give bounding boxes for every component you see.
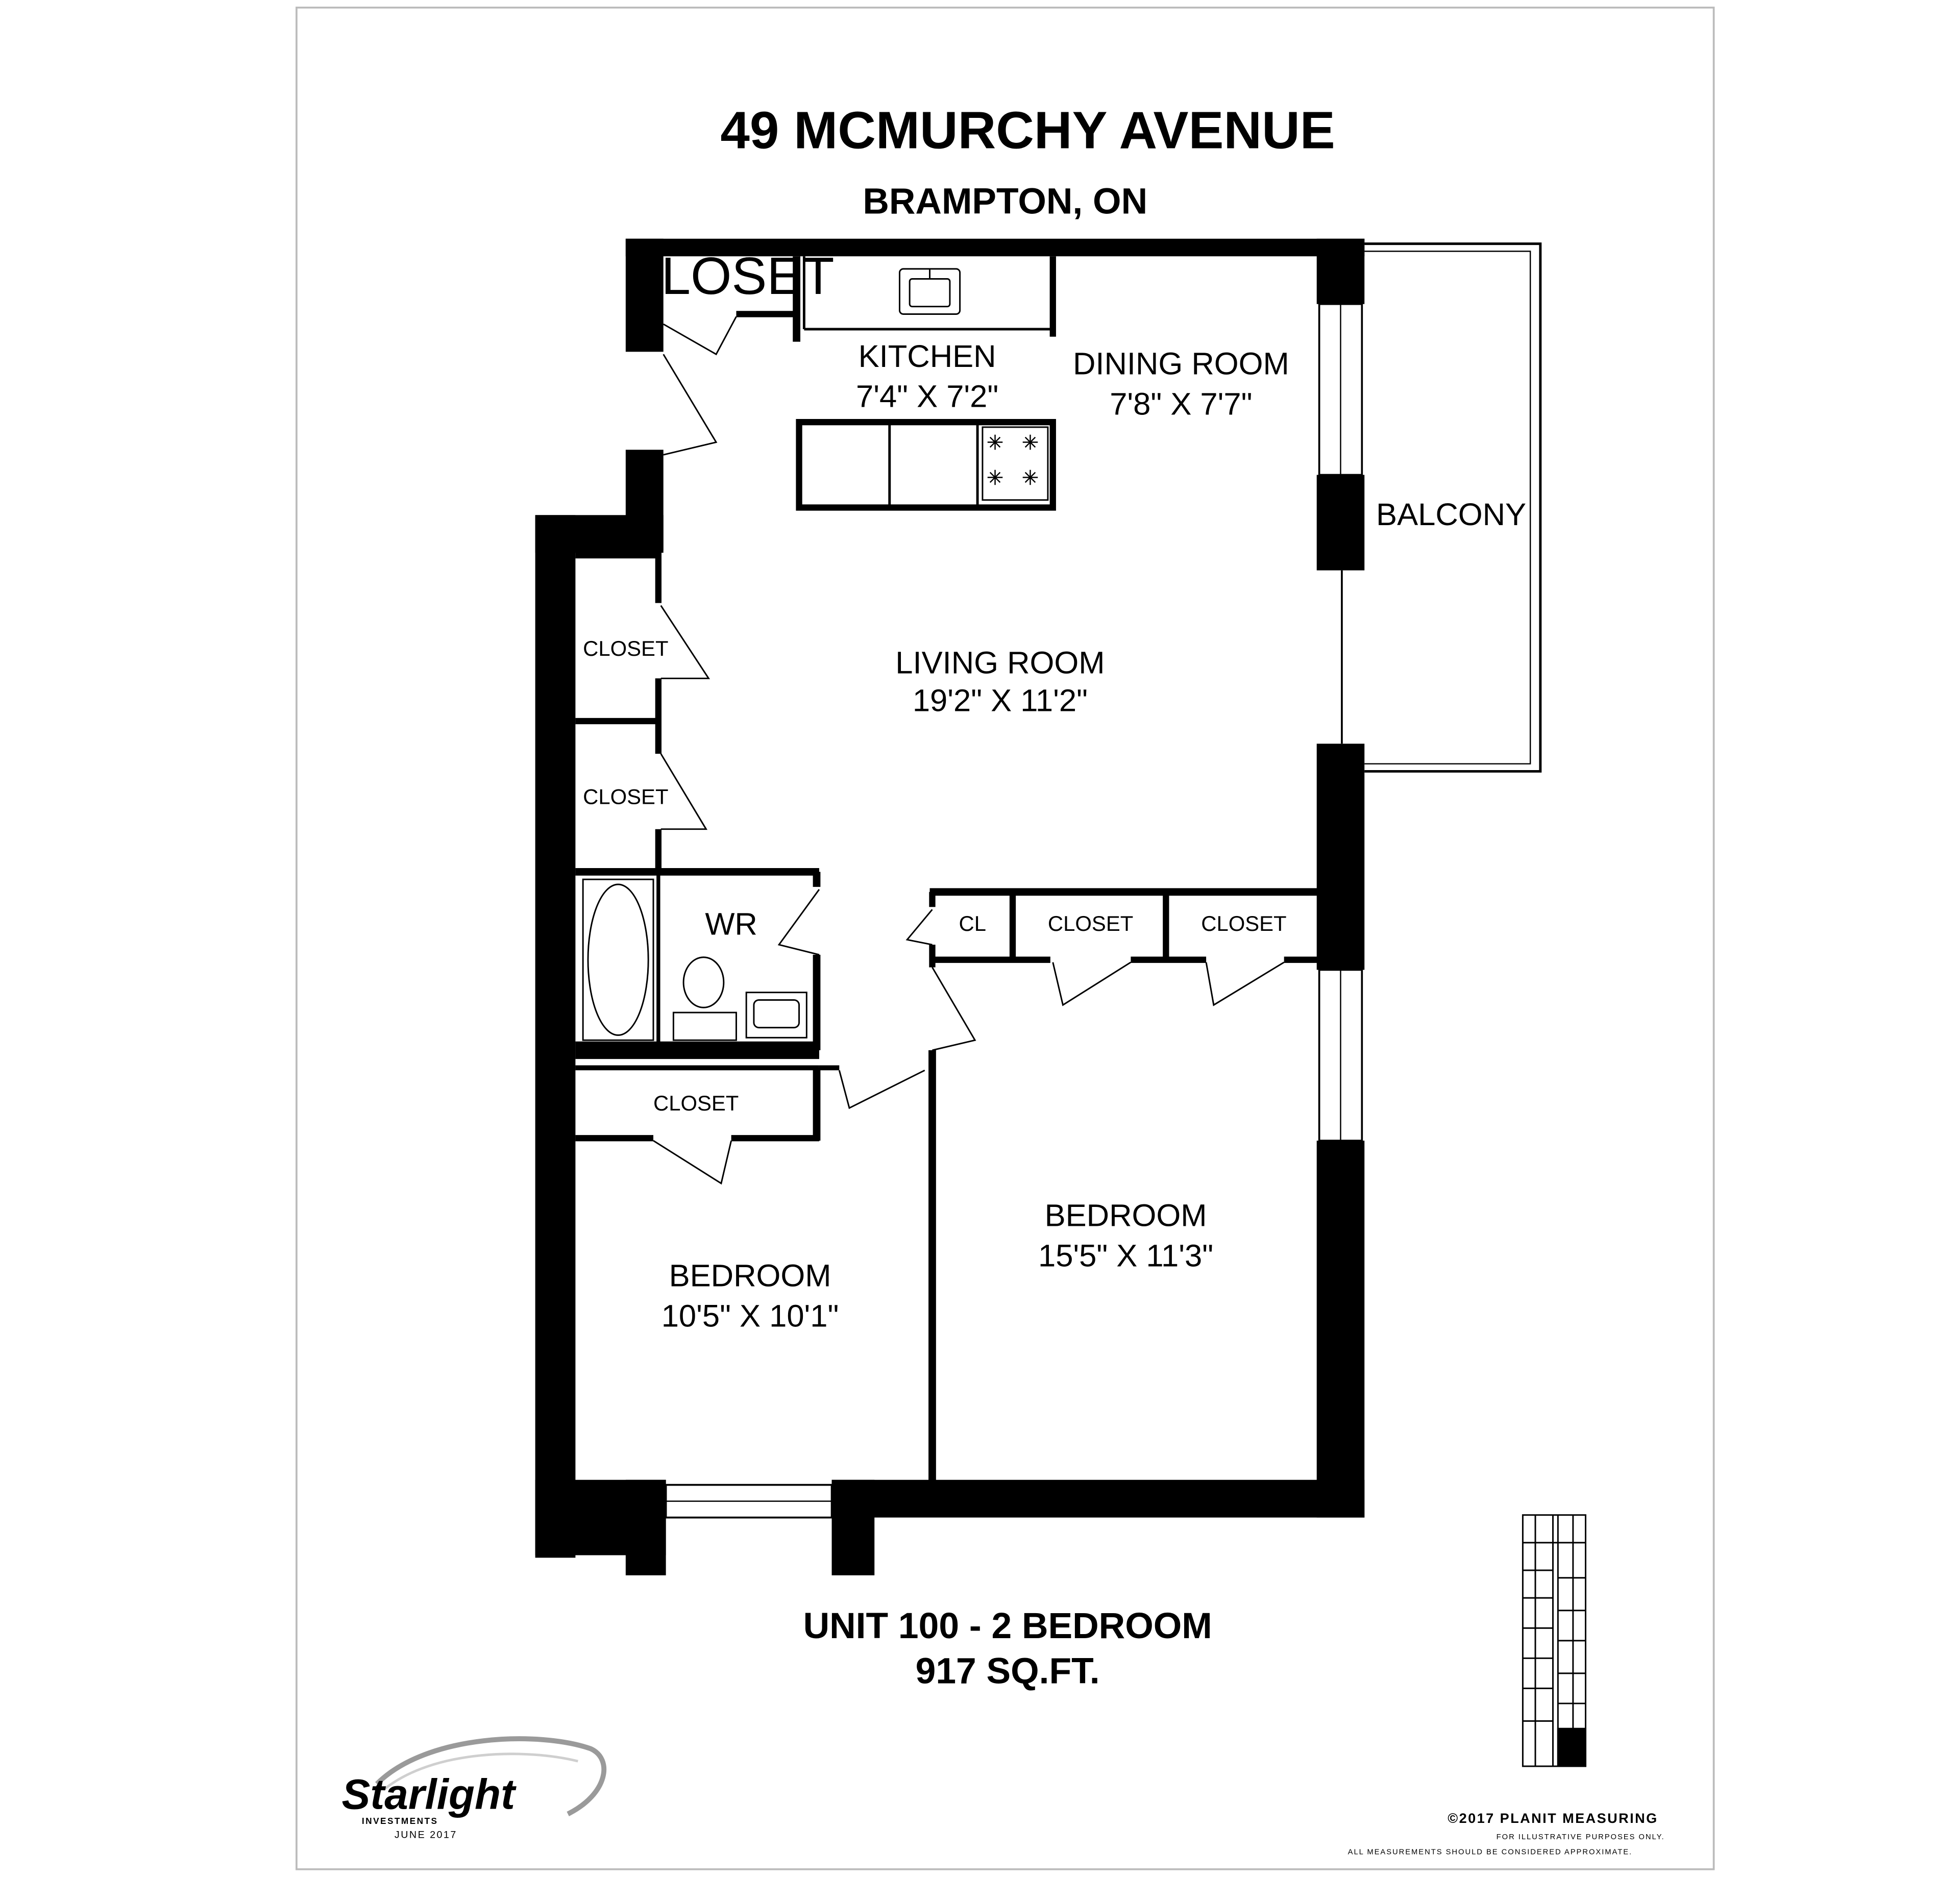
copyright-text: ©2017 PLANIT MEASURING [1448,1810,1658,1826]
label-closet-left-1: CLOSET [583,636,668,660]
logo-brand: Starlight [342,1770,517,1818]
label-dining-room: DINING ROOM [1073,347,1289,382]
disclaimer-line-2: ALL MEASUREMENTS SHOULD BE CONSIDERED AP… [1348,1848,1632,1856]
key-plan [1522,1514,1586,1767]
exterior-walls [535,238,1365,1575]
unit-label: UNIT 100 - 2 BEDROOM [803,1605,1212,1646]
disclaimer-line-1: FOR ILLUSTRATIVE PURPOSES ONLY. [1497,1833,1665,1841]
label-closet-left-2: CLOSET [583,784,668,808]
label-closet-mid-1: CLOSET [1048,911,1133,935]
label-bedroom-1-size: 10'5" X 10'1" [662,1298,839,1333]
logo-swoosh-icon [375,1736,607,1816]
label-balcony: BALCONY [1376,497,1526,532]
label-living-room: LIVING ROOM [895,645,1105,680]
city-subtitle: BRAMPTON, ON [863,181,1147,222]
label-living-size: 19'2" X 11'2" [913,683,1088,718]
label-dining-size: 7'8" X 7'7" [1110,386,1252,422]
label-kitchen: KITCHEN [859,339,996,374]
label-closet-mid-2: CLOSET [1201,911,1286,935]
label-bedroom-2: BEDROOM [1045,1198,1207,1233]
interior-walls [575,256,1319,1483]
starlight-logo: Starlight INVESTMENTS JUNE 2017 [342,1736,607,1840]
area-label: 917 SQ.FT. [916,1651,1100,1692]
logo-sub: INVESTMENTS [362,1816,438,1826]
label-kitchen-size: 7'4" X 7'2" [856,379,998,414]
logo-date: JUNE 2017 [395,1829,457,1840]
address-title: 49 MCMURCHY AVENUE [720,101,1335,160]
page-border [296,7,1715,1870]
door-swings [653,316,1285,1185]
label-bedroom-2-size: 15'5" X 11'3" [1038,1238,1213,1273]
label-cl: CL [959,911,986,935]
windows [665,303,1363,1519]
label-closet-top: CLOSET [623,246,835,305]
fixtures [582,268,1049,1041]
label-wr: WR [705,906,757,942]
label-closet-bedroom: CLOSET [653,1091,739,1115]
balcony-outline [1364,242,1542,773]
label-bedroom-1: BEDROOM [669,1258,831,1294]
